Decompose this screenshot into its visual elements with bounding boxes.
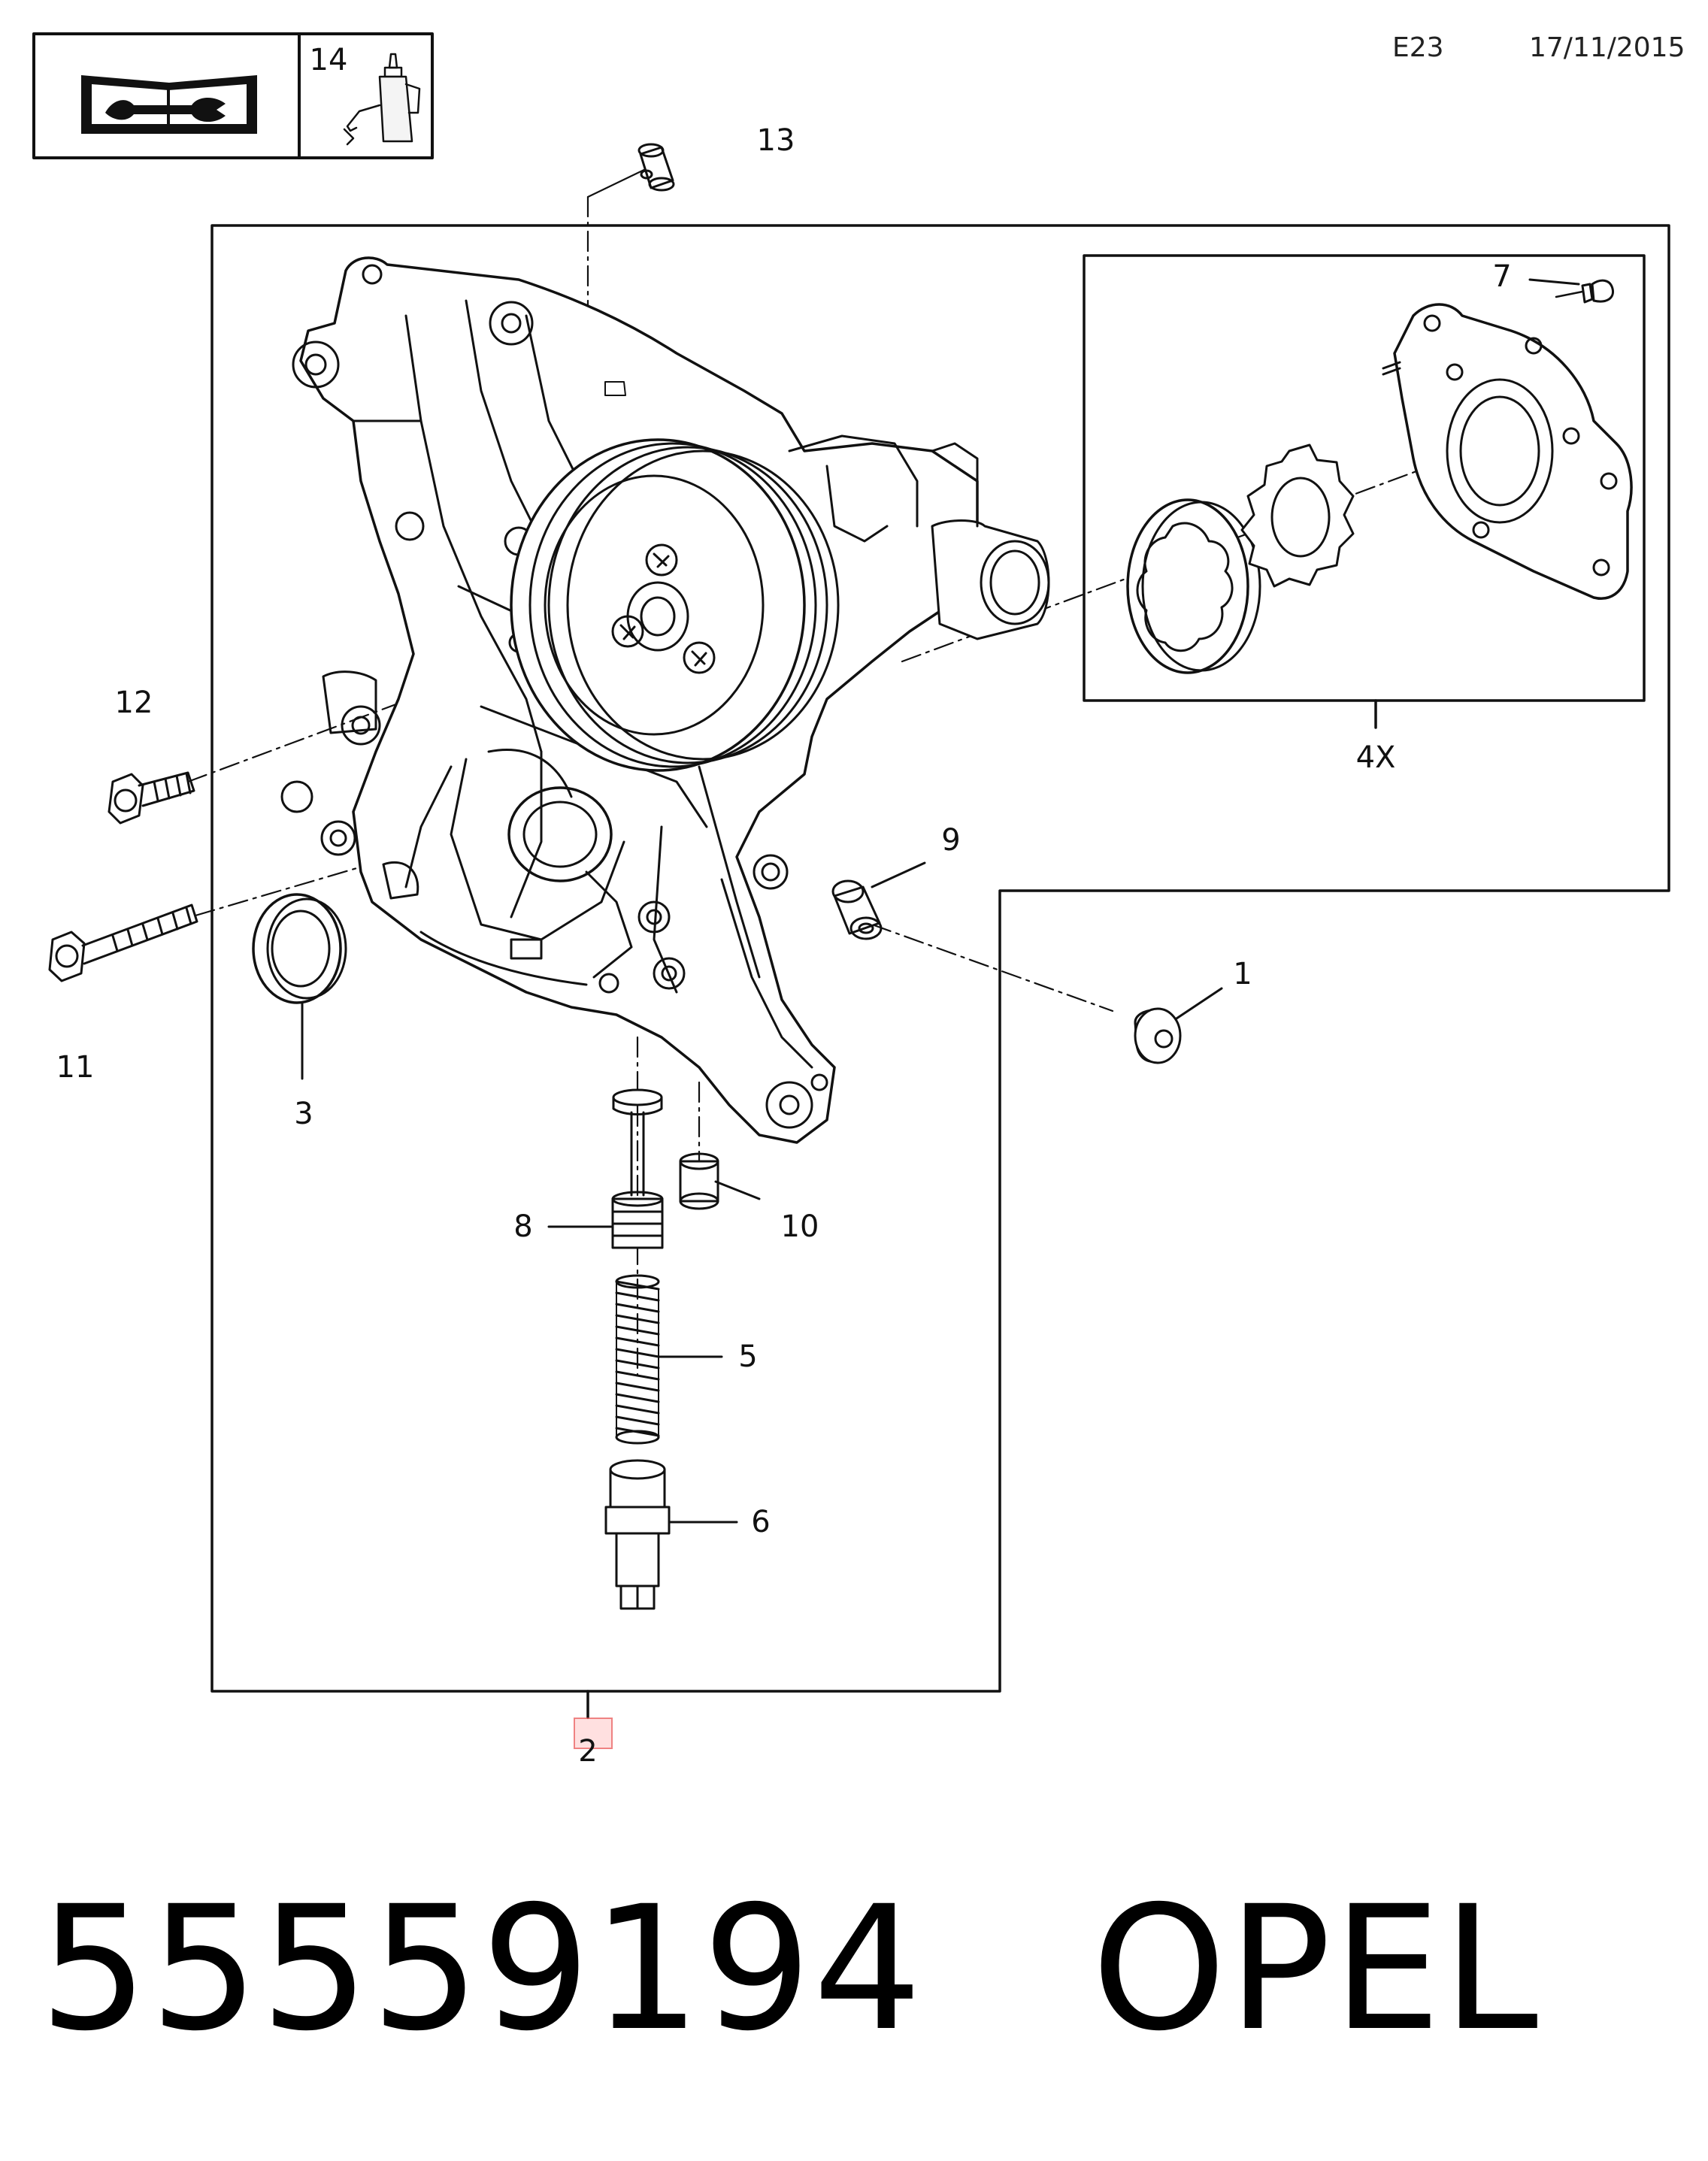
manual-wrench-icon — [81, 75, 257, 134]
callout-12: 12 — [114, 686, 153, 720]
callout-13: 13 — [756, 123, 795, 158]
callout-6: 6 — [751, 1505, 771, 1539]
callout-10: 10 — [780, 1209, 819, 1244]
assembly-bracket — [210, 224, 1670, 1693]
part-number: 55559194 — [39, 1869, 924, 2069]
sealant-tube-icon — [343, 53, 421, 146]
callout-1: 1 — [1233, 957, 1252, 991]
callout-qty: 4X — [1355, 740, 1396, 775]
part-11-bolt — [48, 903, 198, 982]
part-3-oil-seal — [252, 893, 347, 1080]
part-9-bush — [831, 861, 926, 940]
part-2-highlight[interactable] — [574, 1718, 613, 1749]
callout-2[interactable]: 2 — [578, 1734, 598, 1769]
part-12-bolt — [108, 771, 195, 825]
caption-gap — [923, 1869, 1091, 2069]
callout-7: 7 — [1492, 259, 1512, 294]
callout-11: 11 — [56, 1050, 95, 1085]
badge-number: 14 — [309, 43, 348, 77]
footer-caption: 55559194 OPEL — [39, 1883, 1540, 2054]
brand-name: OPEL — [1091, 1869, 1540, 2069]
diagram-code: E23 — [1392, 32, 1444, 63]
part-5-spring — [615, 1274, 660, 1445]
front-cover-housing — [280, 256, 1050, 1144]
part-1-plug — [1134, 987, 1223, 1064]
part-13-sleeve — [637, 143, 675, 192]
part-10-sleeve — [679, 1152, 761, 1210]
callout-9: 9 — [941, 823, 961, 858]
callout-3: 3 — [294, 1097, 313, 1131]
diagram-date: 17/11/2015 — [1529, 32, 1685, 63]
callout-8: 8 — [513, 1209, 533, 1244]
part-6-plug — [604, 1459, 738, 1610]
callout-5: 5 — [738, 1339, 758, 1374]
rotor-set — [1126, 278, 1633, 674]
rotor-inset-box — [1083, 254, 1646, 702]
relief-valve-stack — [547, 1088, 738, 1610]
info-box — [32, 32, 434, 159]
